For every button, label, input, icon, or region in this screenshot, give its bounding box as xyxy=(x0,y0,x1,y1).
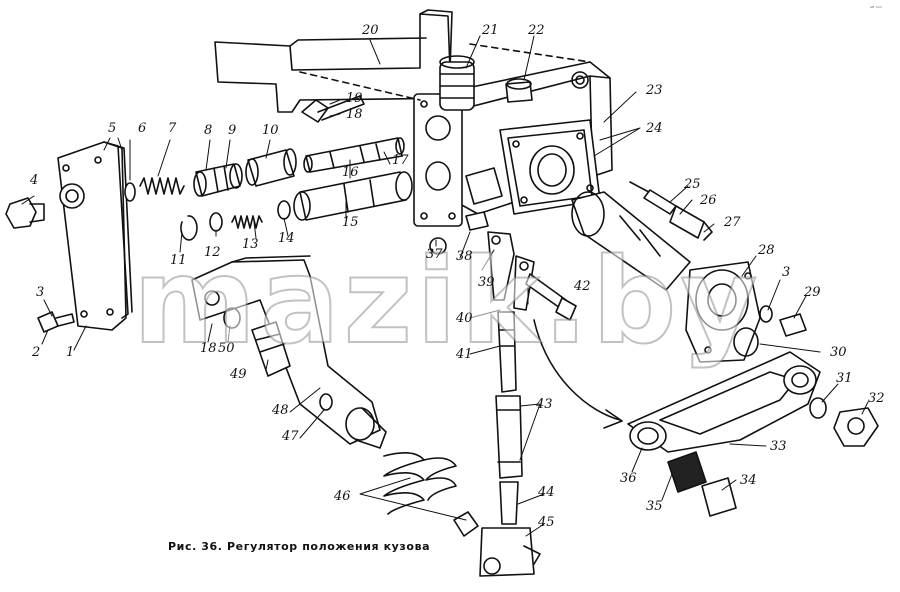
label-part-29: 29 xyxy=(804,285,821,300)
label-part-46: 46 xyxy=(334,489,351,504)
label-part-26: 26 xyxy=(700,193,717,208)
label-part-31: 31 xyxy=(836,371,853,386)
label-part-33: 33 xyxy=(770,439,787,454)
leader-lines xyxy=(21,35,869,537)
label-part-47: 47 xyxy=(282,429,299,444)
bolt-4 xyxy=(5,197,45,229)
rings-37-38 xyxy=(429,211,489,255)
spool-16-17 xyxy=(303,137,405,173)
label-part-25: 25 xyxy=(684,177,701,192)
movement-arrow xyxy=(533,319,623,429)
figure-caption: Рис. 36. Регулятор положения кузова xyxy=(168,540,431,553)
washer-bolt-3-29 xyxy=(759,305,807,337)
label-part-18: 18 xyxy=(346,107,363,122)
label-part-38: 38 xyxy=(456,249,473,264)
label-part-23: 23 xyxy=(646,83,663,98)
label-part-28: 28 xyxy=(758,243,775,258)
nut-32 xyxy=(809,397,879,447)
label-part-37: 37 xyxy=(426,247,443,262)
label-part-2: 2 xyxy=(32,345,41,360)
sleeve-8-9 xyxy=(193,163,243,197)
label-part-4: 4 xyxy=(30,173,39,188)
label-part-19: 19 xyxy=(346,91,363,106)
springs-46 xyxy=(383,452,479,537)
shaft xyxy=(571,191,691,291)
label-part-43: 43 xyxy=(536,397,553,412)
label-part-50: 50 xyxy=(218,341,235,356)
bolt-42 xyxy=(525,273,577,321)
label-part-36: 36 xyxy=(620,471,637,486)
label-part-15: 15 xyxy=(342,215,359,230)
label-part-49: 49 xyxy=(230,367,247,382)
label-part-24: 24 xyxy=(646,121,663,136)
label-part-7: 7 xyxy=(168,121,177,136)
label-part-34: 34 xyxy=(740,473,757,488)
bolt-49 xyxy=(251,321,291,377)
label-part-48: 48 xyxy=(272,403,289,418)
label-part-6: 6 xyxy=(138,121,147,136)
tie-rod-41-45 xyxy=(479,311,541,577)
label-part-5: 5 xyxy=(108,121,117,136)
cylinder-15 xyxy=(293,171,413,221)
label-part-3: 3 xyxy=(36,285,45,300)
bushings-34-35 xyxy=(667,451,737,517)
label-part-16: 16 xyxy=(342,165,359,180)
label-part-8: 8 xyxy=(204,123,213,138)
valve-body-23 xyxy=(299,43,613,227)
label-part-27: 27 xyxy=(724,215,741,230)
label-part-41: 41 xyxy=(456,347,473,362)
bearing-housing-28 xyxy=(685,261,761,363)
label-part-20: 20 xyxy=(362,23,379,38)
cover-plates-1-5-6 xyxy=(57,141,136,331)
label-part-9: 9 xyxy=(228,123,237,138)
plunger-10 xyxy=(245,148,297,187)
spring-7 xyxy=(139,177,185,195)
label-part-11: 11 xyxy=(170,253,187,268)
label-part-32: 32 xyxy=(868,391,885,406)
fork-39-40 xyxy=(487,231,535,311)
label-part-45: 45 xyxy=(538,515,555,530)
needle-25-27 xyxy=(629,181,713,241)
screw-2-3 xyxy=(37,311,75,333)
label-part-21: 21 xyxy=(482,23,499,38)
washers-47-50 xyxy=(223,307,333,411)
label-part-22: 22 xyxy=(528,23,545,38)
rings-11-14 xyxy=(180,200,291,241)
label-part-39: 39 xyxy=(478,275,495,290)
label-part-17: 17 xyxy=(392,153,409,168)
label-part-14: 14 xyxy=(278,231,295,246)
bolt-18-19 xyxy=(301,95,365,123)
label-part-10: 10 xyxy=(262,123,279,138)
label-part-30: 30 xyxy=(830,345,847,360)
label-part-42: 42 xyxy=(574,279,591,294)
label-part-35: 35 xyxy=(646,499,663,514)
label-part-18b: 18 xyxy=(200,341,217,356)
label-part-12: 12 xyxy=(204,245,221,260)
lever-33 xyxy=(627,351,821,453)
label-part-1: 1 xyxy=(66,345,75,360)
corner-mark: ᵃᴿ ⁿⁿⁿ xyxy=(870,6,882,12)
label-part-44: 44 xyxy=(538,485,555,500)
label-part-3b: 3 xyxy=(782,265,791,280)
label-part-13: 13 xyxy=(242,237,259,252)
label-part-40: 40 xyxy=(456,311,473,326)
